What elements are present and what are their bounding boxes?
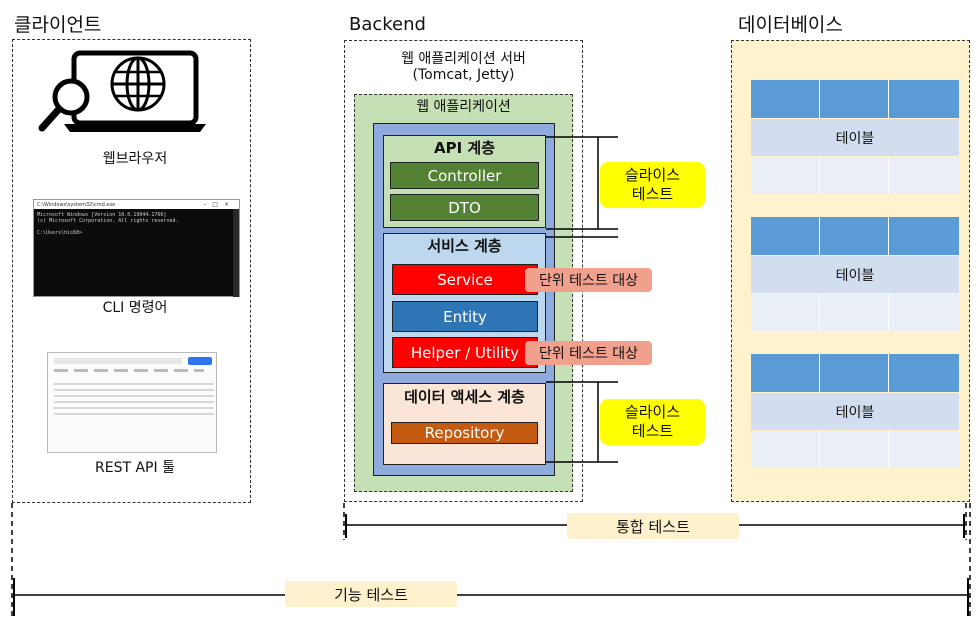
cli-scrollbar (233, 209, 239, 297)
db-table-header (751, 217, 959, 255)
service-box: Service (392, 264, 538, 295)
db-table-row (751, 157, 959, 194)
db-table-header (751, 354, 959, 392)
unit-test-label-service: 단위 테스트 대상 (525, 268, 652, 292)
cli-window-title: C:\Windows\system32\cmd.exe (37, 201, 116, 208)
functional-test-label: 기능 테스트 (285, 581, 457, 607)
integration-test-label: 통합 테스트 (567, 513, 739, 539)
browser-label: 웹브라우저 (102, 151, 168, 167)
cli-line: (c) Microsoft Corporation. All rights re… (37, 218, 179, 224)
slice-test-label-2: 슬라이스 테스트 (600, 399, 705, 445)
db-table-row: 테이블 (751, 256, 959, 293)
cli-label: CLI 명령어 (102, 300, 168, 316)
api-layer-title: API 계층 (433, 139, 495, 157)
was-title: 웹 애플리케이션 서버 (401, 51, 526, 67)
helper-utility-box: Helper / Utility (392, 337, 538, 368)
database-title: 데이터베이스 (738, 14, 843, 36)
web-app-title: 웹 애플리케이션 (416, 99, 511, 115)
rest-tool-urlbar (54, 358, 182, 364)
db-table: 테이블 (751, 354, 959, 468)
db-table-row (751, 431, 959, 468)
cli-window-controls: –□× (203, 201, 235, 208)
controller-box: Controller (390, 162, 539, 189)
db-table-row (751, 294, 959, 331)
service-layer-title: 서비스 계층 (427, 237, 502, 255)
cli-line: C:\Users\his68> (37, 230, 83, 236)
rest-tool-tabs (54, 369, 204, 372)
db-table-row: 테이블 (751, 393, 959, 430)
rest-label: REST API 툴 (95, 460, 175, 476)
slice-test-label-1: 슬라이스 테스트 (600, 162, 705, 208)
was-subtitle: (Tomcat, Jetty) (412, 67, 515, 83)
rest-tool-editor (54, 383, 214, 415)
rest-tool-send-icon (188, 357, 212, 365)
rest-tool-window (47, 352, 217, 453)
backend-title: Backend (349, 14, 426, 35)
client-box (12, 39, 251, 503)
data-access-layer-title: 데이터 액세스 계층 (404, 388, 525, 406)
entity-box: Entity (392, 301, 538, 332)
db-table: 테이블 (751, 217, 959, 331)
db-table-header (751, 80, 959, 118)
cli-titlebar: C:\Windows\system32\cmd.exe –□× (34, 200, 239, 209)
cli-window: C:\Windows\system32\cmd.exe –□× Microsof… (33, 199, 240, 297)
client-title: 클라이언트 (14, 14, 102, 36)
repository-box: Repository (391, 422, 538, 444)
cli-line: Microsoft Windows [Version 10.0.19044.17… (37, 212, 167, 218)
dto-box: DTO (390, 194, 539, 221)
db-table: 테이블 (751, 80, 959, 194)
unit-test-label-helper: 단위 테스트 대상 (525, 341, 652, 365)
cli-text: Microsoft Windows [Version 10.0.19044.17… (34, 209, 239, 239)
db-table-row: 테이블 (751, 119, 959, 156)
